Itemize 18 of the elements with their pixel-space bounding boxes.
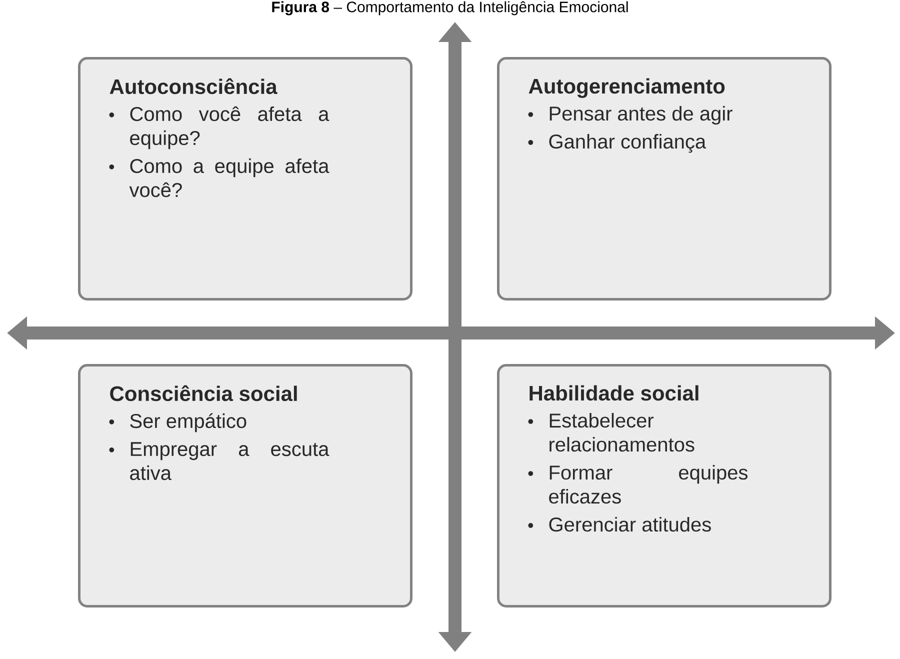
bullet-item: Empregar a escuta ativa xyxy=(130,442,330,480)
box-heading: Consciência social xyxy=(110,385,297,402)
bullet-item: Gerenciar atitudes xyxy=(549,516,711,532)
bullet-item: Como você afeta a equipe? xyxy=(130,106,330,150)
quadrant-box xyxy=(497,57,832,300)
box-heading: Autoconsciência xyxy=(110,78,278,94)
figure-title: Figura 8 – Comportamento da Inteligência Emocional xyxy=(272,1,628,16)
quadrant-box xyxy=(497,364,832,608)
quadrant-box xyxy=(78,57,412,300)
bullet-item: Ser empático xyxy=(130,413,246,432)
bullet-item: Como a equipe afeta você? xyxy=(129,158,330,198)
bullet-item: Ganhar confiança xyxy=(549,134,706,153)
bullet-item: Estabelecer relacionamentos xyxy=(550,412,694,452)
box-heading: Habilidade social xyxy=(530,385,698,401)
box-heading: Autogerenciamento xyxy=(528,78,725,98)
bullet-item: Pensar antes de agir xyxy=(550,106,732,125)
quadrant-box xyxy=(78,364,412,608)
bullet-item: Formar equipes eficazes xyxy=(549,464,748,504)
